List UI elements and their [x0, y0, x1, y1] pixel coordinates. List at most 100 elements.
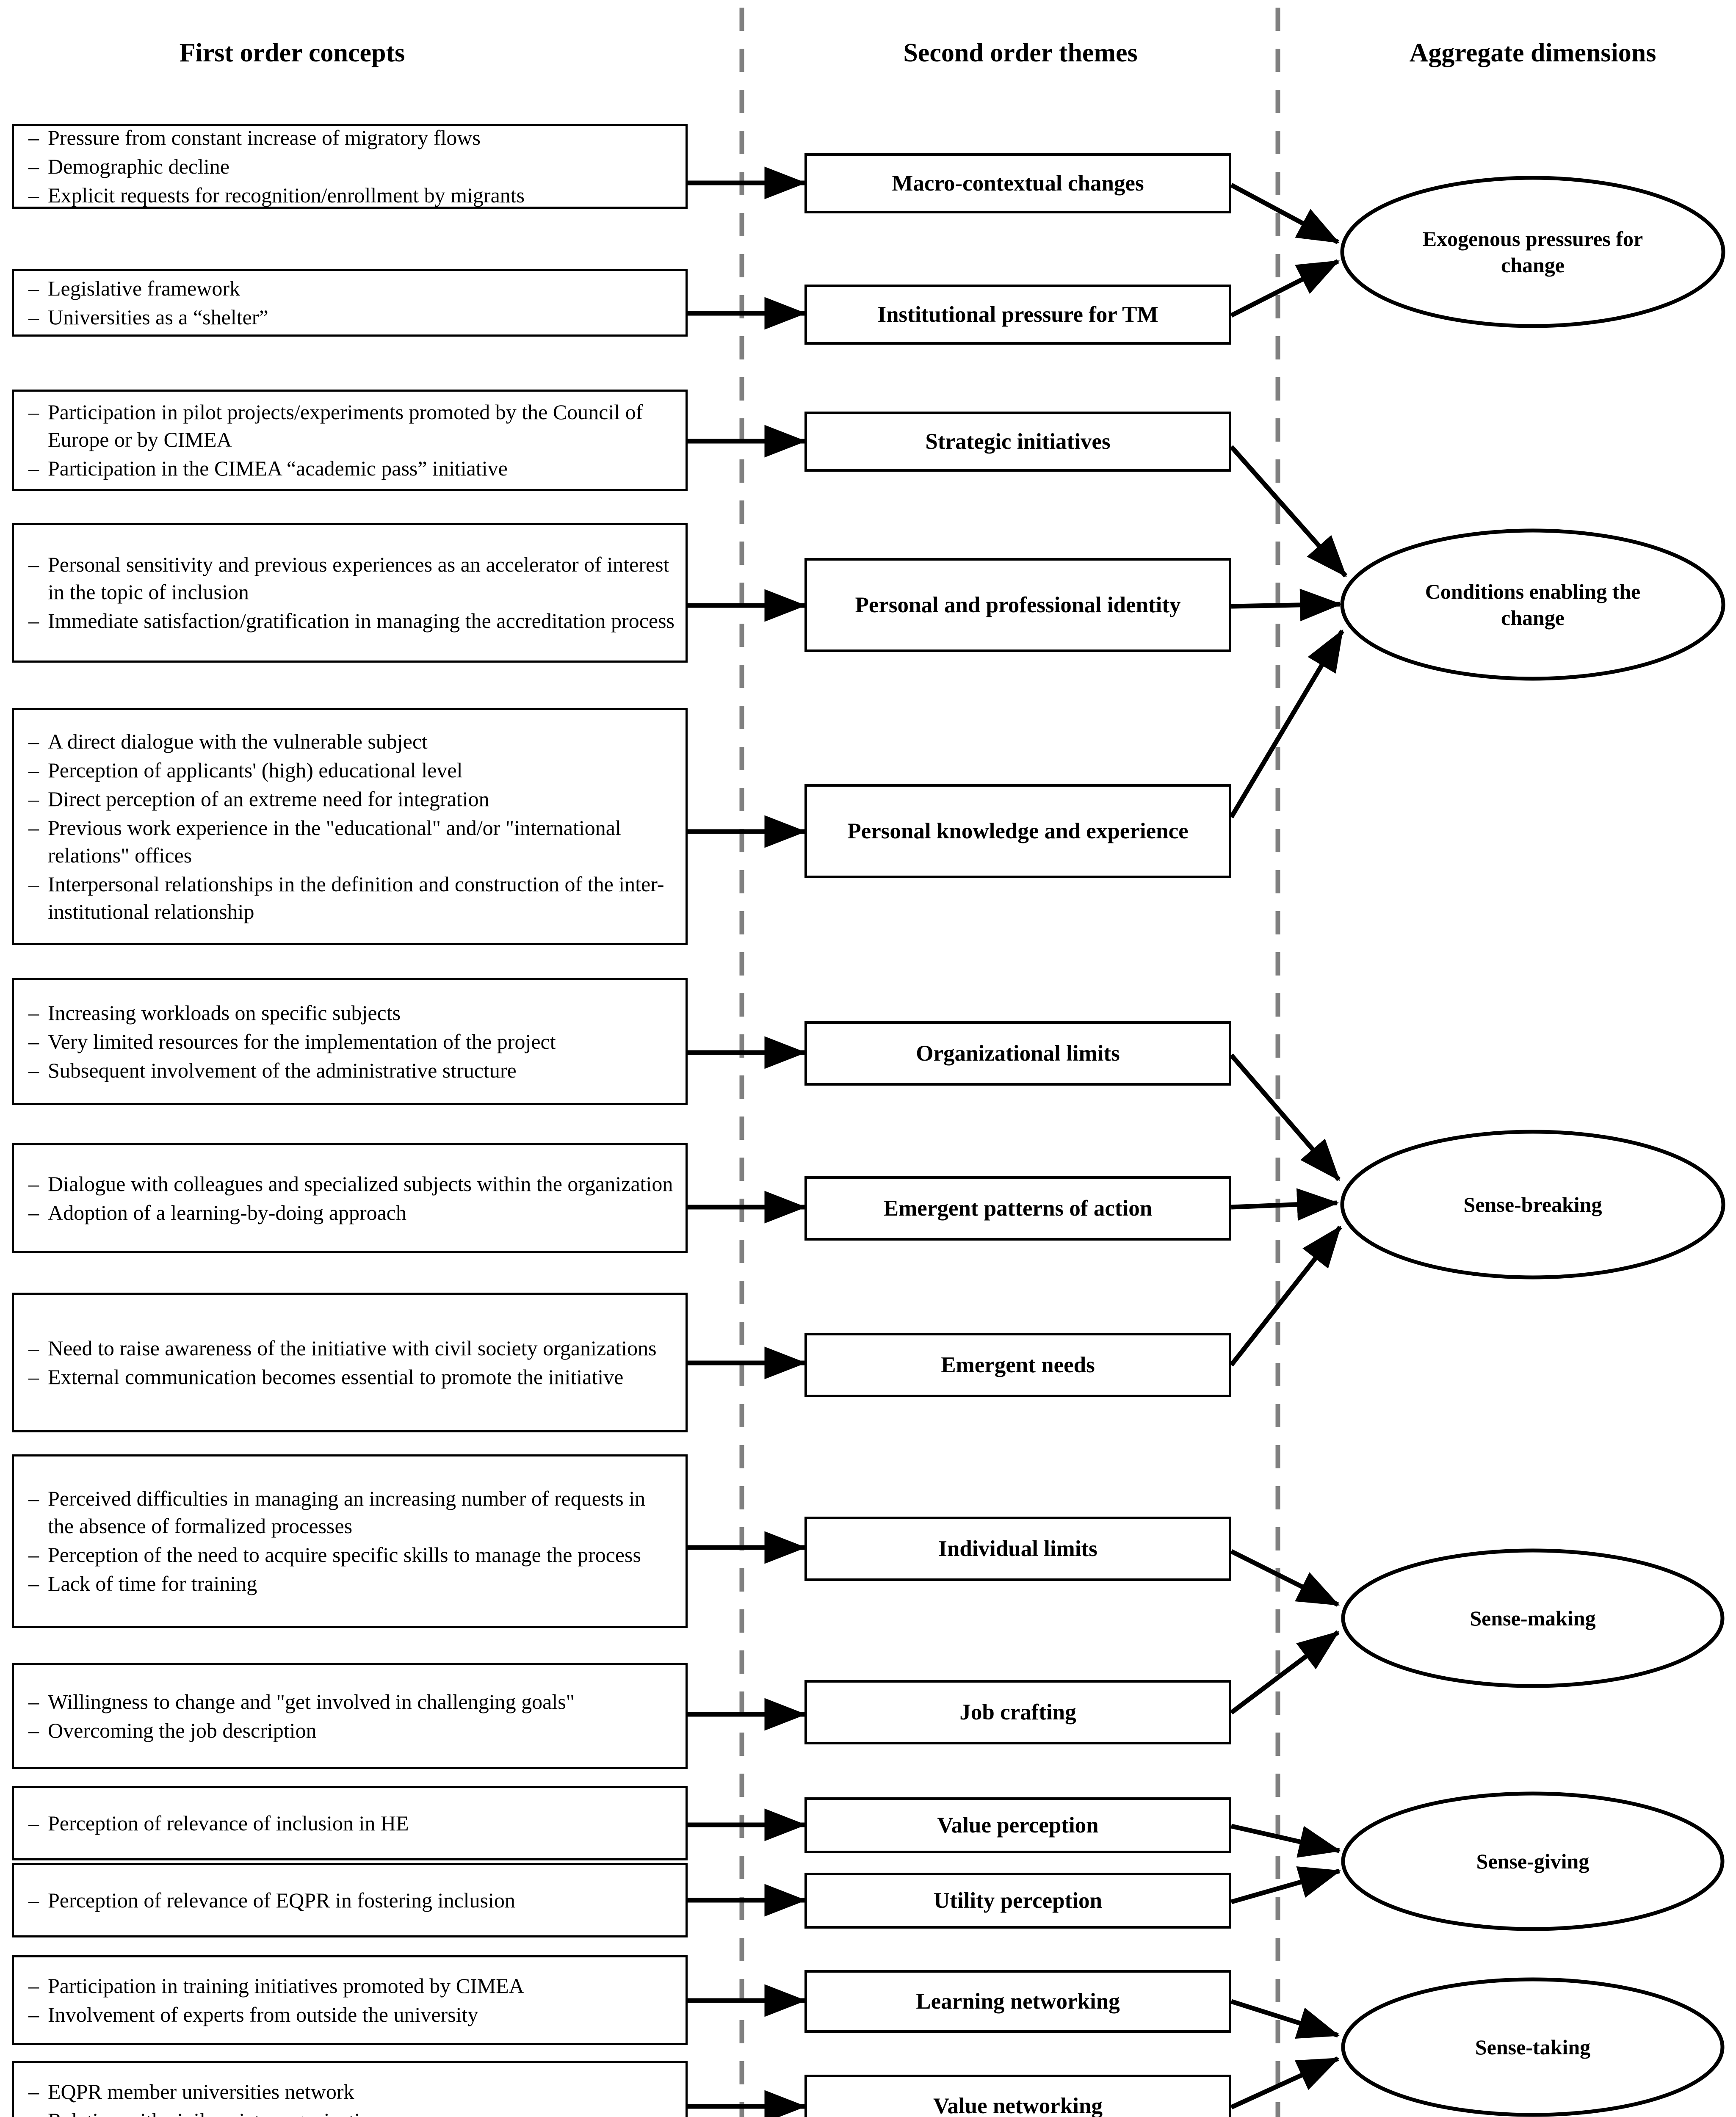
list-item: Adoption of a learning-by-doing approach [28, 1199, 674, 1227]
first-order-box-8[interactable]: Need to raise awareness of the initiativ… [12, 1293, 688, 1432]
first-order-box-6[interactable]: Increasing workloads on specific subject… [12, 978, 688, 1105]
arrow-so13-ad6 [1230, 1999, 1340, 2039]
list-item: Lack of time for training [28, 1570, 674, 1597]
second-order-box-emergent-patterns-of-action[interactable]: Emergent patterns of action [804, 1176, 1231, 1241]
header-second-order-themes: Second order themes [903, 39, 1138, 67]
first-order-box-10[interactable]: Willingness to change and "get involved … [12, 1663, 688, 1769]
list-item: Increasing workloads on specific subject… [28, 999, 674, 1027]
second-order-box-organizational-limits[interactable]: Organizational limits [804, 1021, 1231, 1086]
ellipse-sense-giving [1341, 1791, 1725, 1931]
arrow-so8-ad3 [1229, 1225, 1342, 1367]
second-order-box-utility-perception[interactable]: Utility perception [804, 1873, 1231, 1929]
list-item: Participation in the CIMEA “academic pas… [28, 455, 674, 482]
arrow-so7-ad3 [1231, 1188, 1339, 1221]
first-order-list-5: A direct dialogue with the vulnerable su… [28, 728, 674, 926]
first-order-list-14: EQPR member universities network Relatio… [28, 2078, 674, 2117]
ellipse-sense-making [1341, 1548, 1725, 1688]
second-order-label: Job crafting [959, 1700, 1076, 1725]
second-order-box-value-perception[interactable]: Value perception [804, 1797, 1231, 1853]
first-order-box-2[interactable]: Legislative framework Universities as a … [12, 269, 688, 337]
arrow-so4-ad2 [1231, 589, 1342, 622]
first-order-box-7[interactable]: Dialogue with colleagues and specialized… [12, 1143, 688, 1253]
list-item: Previous work experience in the "educati… [28, 814, 674, 869]
second-order-label: Individual limits [938, 1536, 1097, 1561]
list-item: Participation in pilot projects/experime… [28, 398, 674, 453]
second-order-box-value-networking[interactable]: Value networking [804, 2075, 1231, 2117]
arrow-so1-ad1 [1230, 183, 1340, 244]
list-item: Relation with civil society organization [28, 2107, 674, 2117]
second-order-label: Value networking [933, 2093, 1103, 2117]
ellipse-exogenous-pressures-for-change [1340, 176, 1725, 328]
second-order-box-macro-contextual-changes[interactable]: Macro-contextual changes [804, 153, 1231, 213]
header-first-order-concepts: First order concepts [179, 39, 405, 67]
first-order-list-10: Willingness to change and "get involved … [28, 1688, 674, 1744]
second-order-box-institutional-pressure-for-tm[interactable]: Institutional pressure for TM [804, 285, 1231, 345]
second-order-box-emergent-needs[interactable]: Emergent needs [804, 1333, 1231, 1397]
list-item: Universities as a “shelter” [28, 304, 674, 331]
first-order-list-7: Dialogue with colleagues and specialized… [28, 1170, 674, 1227]
first-order-box-14[interactable]: EQPR member universities network Relatio… [12, 2061, 688, 2117]
first-order-box-9[interactable]: Perceived difficulties in managing an in… [12, 1454, 688, 1628]
second-order-label: Organizational limits [916, 1041, 1120, 1066]
list-item: Explicit requests for recognition/enroll… [28, 182, 674, 209]
arrow-so12-ad5 [1230, 1866, 1341, 1904]
second-order-label: Emergent needs [941, 1352, 1095, 1377]
first-order-box-5[interactable]: A direct dialogue with the vulnerable su… [12, 708, 688, 945]
first-order-list-1: Pressure from constant increase of migra… [28, 124, 674, 209]
list-item: Perception of applicants' (high) educati… [28, 757, 674, 784]
arrow-so6-ad3 [1229, 1053, 1341, 1181]
list-item: Interpersonal relationships in the defin… [28, 871, 674, 926]
second-order-label: Personal and professional identity [855, 592, 1181, 617]
arrow-so9-ad4 [1230, 1549, 1340, 1607]
list-item: Demographic decline [28, 153, 674, 180]
second-order-box-learning-networking[interactable]: Learning networking [804, 1970, 1231, 2033]
second-order-label: Utility perception [934, 1888, 1102, 1913]
second-order-box-individual-limits[interactable]: Individual limits [804, 1517, 1231, 1581]
arrows-first-to-second [688, 166, 807, 2117]
first-order-list-12: Perception of relevance of EQPR in foste… [28, 1887, 674, 1914]
list-item: Perceived difficulties in managing an in… [28, 1485, 674, 1540]
first-order-box-3[interactable]: Participation in pilot projects/experime… [12, 390, 688, 491]
second-order-label: Emergent patterns of action [883, 1196, 1153, 1221]
arrow-so10-ad4 [1230, 1630, 1340, 1715]
first-order-list-2: Legislative framework Universities as a … [28, 275, 674, 331]
first-order-list-11: Perception of relevance of inclusion in … [28, 1810, 674, 1837]
list-item: Legislative framework [28, 275, 674, 302]
arrows-second-to-aggregate [1229, 183, 1348, 2110]
list-item: EQPR member universities network [28, 2078, 674, 2106]
first-order-box-11[interactable]: Perception of relevance of inclusion in … [12, 1786, 688, 1860]
list-item: Perception of the need to acquire specif… [28, 1541, 674, 1569]
list-item: Immediate satisfaction/gratification in … [28, 607, 674, 635]
list-item: A direct dialogue with the vulnerable su… [28, 728, 674, 755]
first-order-box-4[interactable]: Personal sensitivity and previous experi… [12, 523, 688, 663]
list-item: Involvement of experts from outside the … [28, 2001, 674, 2029]
second-order-box-personal-knowledge-and-experience[interactable]: Personal knowledge and experience [804, 784, 1231, 878]
list-item: Perception of relevance of EQPR in foste… [28, 1887, 674, 1914]
second-order-label: Institutional pressure for TM [877, 302, 1158, 327]
first-order-list-8: Need to raise awareness of the initiativ… [28, 1335, 674, 1391]
second-order-box-job-crafting[interactable]: Job crafting [804, 1680, 1231, 1744]
list-item: Perception of relevance of inclusion in … [28, 1810, 674, 1837]
first-order-list-3: Participation in pilot projects/experime… [28, 398, 674, 482]
first-order-box-1[interactable]: Pressure from constant increase of migra… [12, 124, 688, 209]
ellipse-conditions-enabling-the-change [1340, 528, 1725, 681]
arrow-so2-ad1 [1230, 259, 1340, 318]
second-order-label: Learning networking [916, 1989, 1120, 2014]
second-order-box-personal-and-professional-identity[interactable]: Personal and professional identity [804, 558, 1231, 652]
first-order-box-13[interactable]: Participation in training initiatives pr… [12, 1955, 688, 2045]
ellipse-sense-breaking [1340, 1130, 1725, 1280]
first-order-box-12[interactable]: Perception of relevance of EQPR in foste… [12, 1863, 688, 1937]
arrow-so14-ad6 [1230, 2056, 1340, 2110]
list-item: Need to raise awareness of the initiativ… [28, 1335, 674, 1362]
list-item: Willingness to change and "get involved … [28, 1688, 674, 1716]
list-item: Subsequent involvement of the administra… [28, 1057, 674, 1084]
second-order-label: Personal knowledge and experience [847, 818, 1189, 843]
second-order-box-strategic-initiatives[interactable]: Strategic initiatives [804, 412, 1231, 472]
list-item: Personal sensitivity and previous experi… [28, 551, 674, 606]
list-item: Dialogue with colleagues and specialized… [28, 1170, 674, 1198]
arrow-so11-ad5 [1230, 1824, 1341, 1858]
list-item: Pressure from constant increase of migra… [28, 124, 674, 152]
first-order-list-6: Increasing workloads on specific subject… [28, 999, 674, 1084]
first-order-list-9: Perceived difficulties in managing an in… [28, 1485, 674, 1597]
